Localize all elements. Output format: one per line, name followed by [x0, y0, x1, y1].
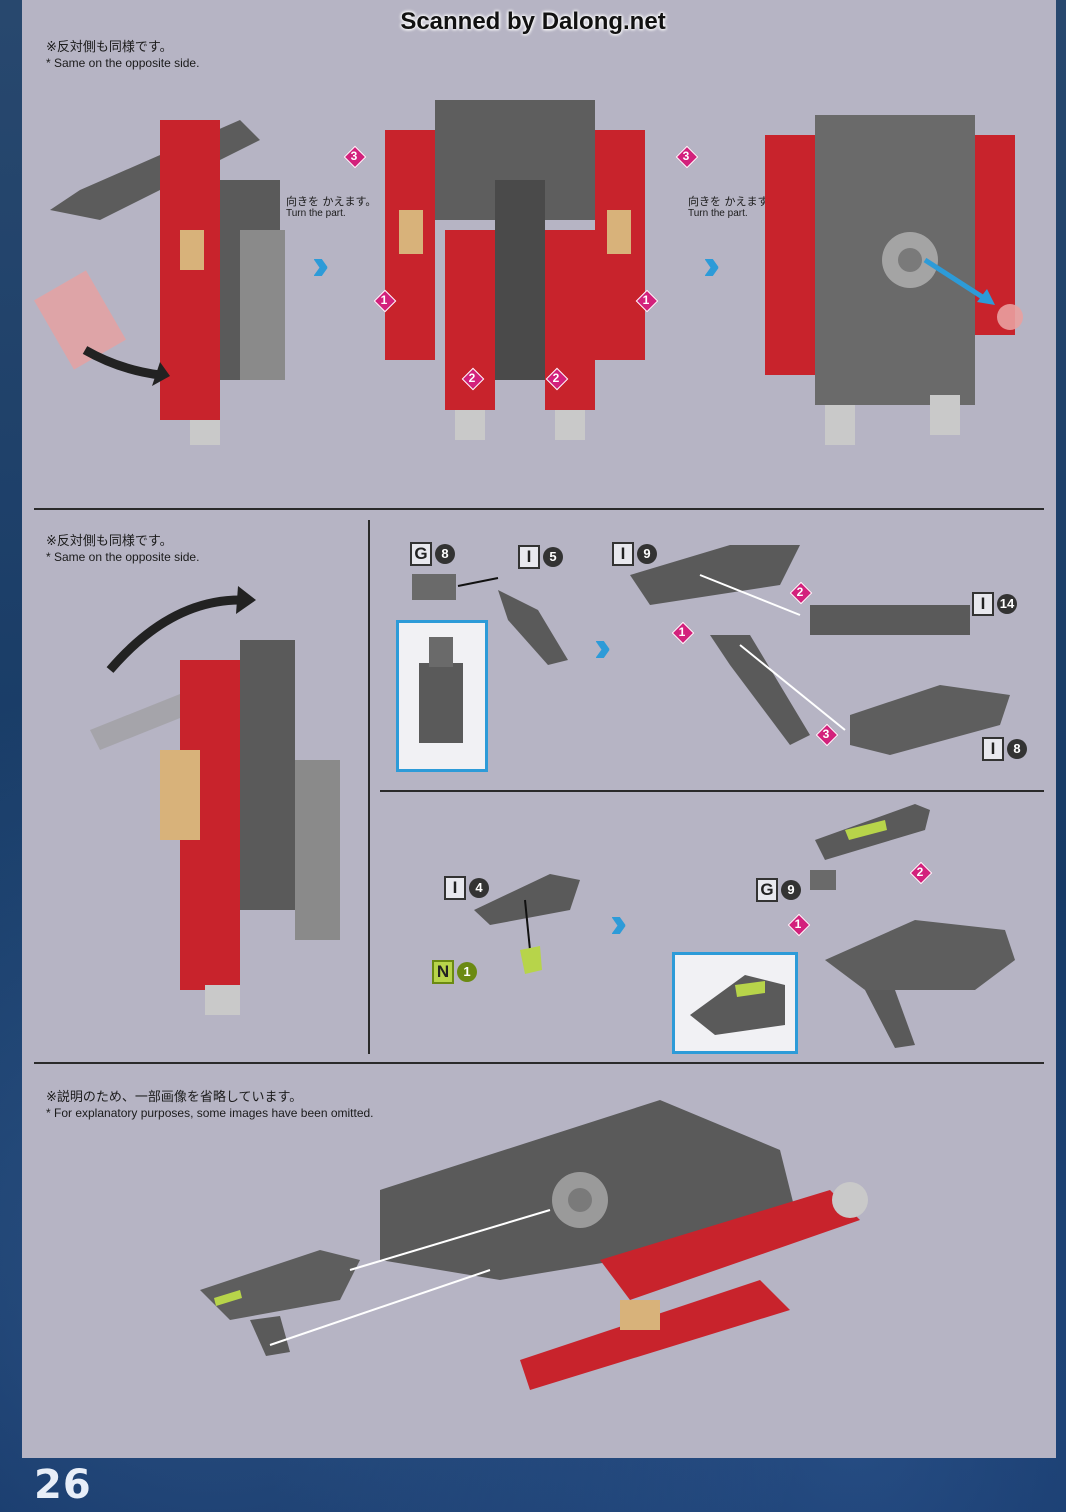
turn-part-label-2: 向きを かえます。 Turn the part.: [688, 195, 779, 220]
arrow-next-2: ››: [703, 240, 721, 289]
divider-top: [34, 508, 1044, 510]
arrow-next-3: ››: [594, 622, 612, 671]
parts-g8-i5: [412, 574, 568, 665]
figure-side-arm-swing: [90, 586, 340, 1015]
inset-detail-1: [396, 620, 488, 772]
parts-assembly-i9-i14-i8: [630, 545, 1010, 755]
turn-part-label-1: 向きを かえます。 Turn the part.: [286, 195, 377, 220]
scan-watermark: Scanned by Dalong.net: [400, 8, 666, 35]
divider-middle: [380, 790, 1044, 792]
step-2-left: 2: [462, 368, 482, 388]
figure-front-view: [385, 100, 645, 440]
arrow-next-4: ››: [610, 898, 628, 947]
arrow-next-1: ››: [312, 240, 330, 289]
step-2-assembly: 2: [790, 582, 810, 602]
divider-vertical: [368, 520, 370, 1054]
inset-detail-2: [672, 952, 798, 1054]
note-opposite-side-2: ※反対側も同様です。 * Same on the opposite side.: [46, 534, 200, 564]
figure-final-assembly: [200, 1100, 868, 1390]
step-1-g9: 1: [788, 914, 808, 934]
parts-assembly-g9: [810, 804, 1015, 1048]
step-3-assembly: 3: [816, 724, 836, 744]
step-2-right: 2: [546, 368, 566, 388]
step-1-assembly: 1: [672, 622, 692, 642]
note-opposite-side-1: ※反対側も同様です。 * Same on the opposite side.: [46, 40, 200, 70]
step-3-left: 3: [344, 146, 364, 166]
inset-detail-1-drawing: [419, 637, 463, 743]
step-1-left: 1: [374, 290, 394, 310]
step-3-right: 3: [676, 146, 696, 166]
figure-arm-rotate: [34, 120, 285, 445]
figure-back-view: [765, 115, 1023, 445]
step-2-g9: 2: [910, 862, 930, 882]
inset-detail-2-drawing: [690, 975, 785, 1035]
note-omitted: ※説明のため、一部画像を省略しています。 * For explanatory p…: [46, 1090, 374, 1120]
step-1-right: 1: [636, 290, 656, 310]
parts-i4-n1: [474, 874, 580, 974]
divider-bottom: [34, 1062, 1044, 1064]
page-number: 26: [34, 1462, 92, 1508]
